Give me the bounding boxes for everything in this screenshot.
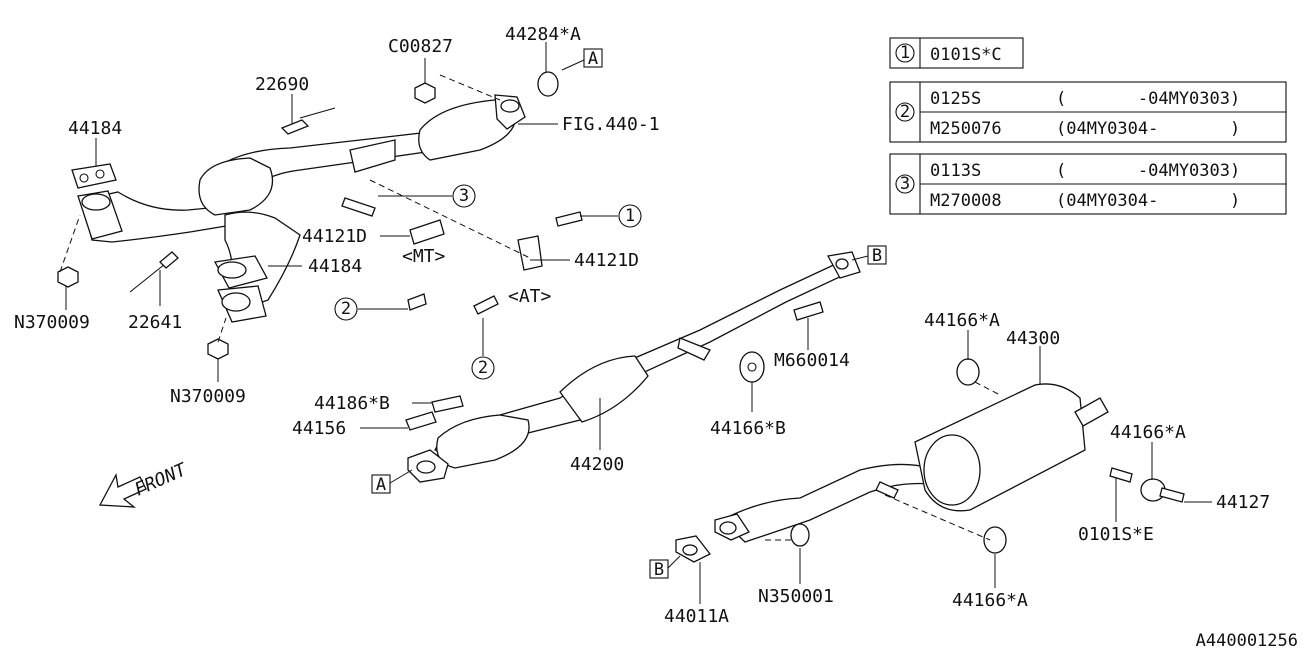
- ref-table-range: ( -04MY0303): [1056, 89, 1240, 109]
- ref-table-range: ( -04MY0303): [1056, 161, 1240, 181]
- callout-1: 1: [580, 204, 642, 228]
- part-label-44166a: 44166*A: [1110, 422, 1186, 443]
- part-label-44121d: 44121D: [302, 226, 367, 247]
- part-label-44300: 44300: [1006, 328, 1060, 349]
- ref-table-code: 0125S: [930, 89, 981, 109]
- part-label-0101se: 0101S*E: [1078, 524, 1154, 545]
- center-pipe-drawing: [405, 251, 861, 483]
- boxed-ref-a: A: [371, 469, 413, 495]
- part-label-44121d: 44121D: [574, 250, 639, 271]
- boxed-ref-b: B: [649, 555, 681, 580]
- svg-text:A: A: [376, 475, 386, 495]
- part-label-44186b: 44186*B: [314, 393, 390, 414]
- ref-table-code: 0101S*C: [930, 45, 1002, 65]
- part-label-c00827: C00827: [388, 36, 453, 57]
- part-label-n370009: N370009: [170, 386, 246, 407]
- part-label-22690: 22690: [255, 74, 309, 95]
- boxed-ref-b: B: [851, 245, 887, 266]
- part-label-fig-440-1: FIG.440-1: [562, 114, 660, 135]
- front-label: FRONT: [131, 459, 190, 501]
- variant-label-at: <AT>: [508, 286, 552, 307]
- ref-2-icon: [895, 102, 915, 122]
- svg-text:B: B: [872, 246, 882, 266]
- part-label-44184: 44184: [68, 118, 122, 139]
- part-label-22641: 22641: [128, 312, 182, 333]
- part-label-n370009: N370009: [14, 312, 90, 333]
- part-label-44166a: 44166*A: [952, 590, 1028, 611]
- part-label-44284a: 44284*A: [505, 24, 581, 45]
- callout-2: 2: [334, 297, 408, 321]
- ref-1-icon: [895, 43, 915, 63]
- ref-table-range: (04MY0304- ): [1056, 119, 1240, 139]
- part-label-n350001: N350001: [758, 586, 834, 607]
- front-arrow-icon: [98, 473, 147, 508]
- svg-text:2: 2: [341, 299, 351, 319]
- part-label-44166a: 44166*A: [924, 310, 1000, 331]
- boxed-ref-a: A: [561, 48, 603, 71]
- part-label-44011a: 44011A: [664, 606, 729, 627]
- rear-muffler-drawing: [675, 358, 1185, 563]
- svg-text:2: 2: [478, 358, 488, 378]
- ref-table-num: 2: [900, 102, 910, 122]
- part-label-44127: 44127: [1216, 492, 1270, 513]
- ref-3-icon: [895, 174, 915, 194]
- ref-table-code: M250076: [930, 119, 1002, 139]
- part-label-44156: 44156: [292, 418, 346, 439]
- callout-3: 3: [378, 184, 476, 208]
- part-label-44166b: 44166*B: [710, 418, 786, 439]
- callout-2: 2: [471, 318, 495, 380]
- svg-text:A: A: [588, 49, 598, 69]
- svg-text:1: 1: [625, 206, 635, 226]
- ref-table-range: (04MY0304- ): [1056, 191, 1240, 211]
- ref-table-code: 0113S: [930, 161, 981, 181]
- front-exhaust-pipe-drawing: [57, 71, 583, 360]
- diagram-id: A440001256: [1196, 631, 1298, 651]
- reference-table: 1 0101S*C 2 0125S ( -04MY0303) M250076 (…: [889, 37, 1287, 215]
- ref-table-num: 1: [900, 43, 910, 63]
- ref-table-num: 3: [900, 174, 910, 194]
- svg-text:3: 3: [459, 186, 469, 206]
- part-label-44200: 44200: [570, 454, 624, 475]
- part-label-m660014: M660014: [774, 350, 850, 371]
- part-label-44184: 44184: [308, 256, 362, 277]
- ref-table-code: M270008: [930, 191, 1002, 211]
- svg-text:B: B: [654, 560, 664, 580]
- variant-label-mt: <MT>: [402, 246, 446, 267]
